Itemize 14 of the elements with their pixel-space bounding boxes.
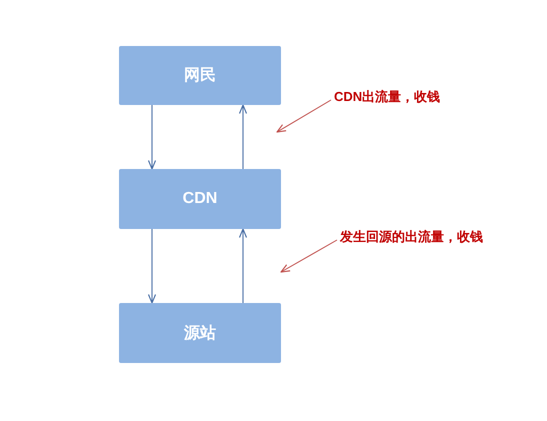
process-box — [119, 46, 281, 105]
process-box — [119, 303, 281, 363]
process-box — [119, 169, 281, 229]
leader-line — [280, 240, 338, 273]
arrow — [238, 104, 248, 170]
box-label: 源站 — [184, 324, 216, 344]
leader-line — [276, 100, 332, 133]
callout-text: CDN出流量，收钱 — [334, 88, 468, 106]
arrow — [148, 228, 156, 304]
arrow — [238, 228, 248, 304]
box-label: CDN — [182, 190, 218, 208]
arrow — [148, 104, 156, 170]
callout-text: 发生回源的出流量，收钱 — [340, 228, 488, 246]
box-label: 网民 — [184, 66, 216, 86]
